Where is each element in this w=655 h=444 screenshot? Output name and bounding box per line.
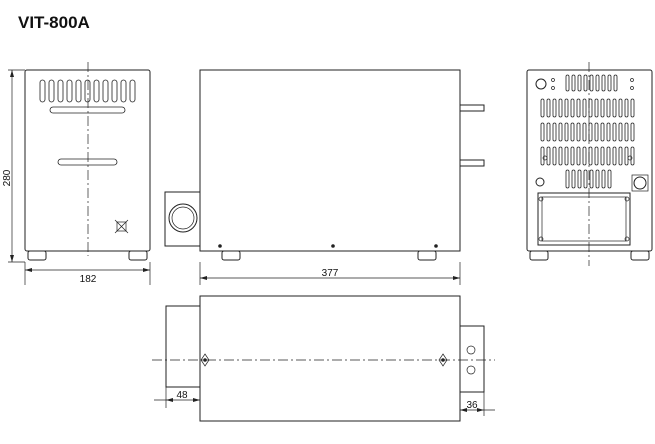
side-bracket — [164, 191, 203, 247]
front-width-label: 182 — [80, 274, 97, 285]
front-foot-left — [27, 250, 47, 261]
rear-foot-left — [529, 250, 549, 261]
side-length-dimension — [199, 262, 461, 285]
side-round-connector — [168, 203, 198, 233]
front-lower-handle-slot — [57, 158, 118, 166]
left-offset-label: 48 — [176, 390, 188, 401]
top-left-bracket — [165, 305, 201, 388]
height-dimension — [8, 69, 25, 263]
model-title: VIT-800A — [18, 13, 90, 32]
side-foot-left — [221, 250, 241, 261]
right-offset-dimension — [459, 392, 495, 416]
rear-vent-slots — [540, 74, 635, 189]
side-length-label: 377 — [322, 268, 339, 279]
side-foot-right — [417, 250, 437, 261]
front-foot-right — [128, 250, 148, 261]
front-width-dimension — [24, 262, 151, 285]
right-offset-label: 36 — [466, 400, 478, 411]
top-view — [152, 295, 495, 422]
top-right-bracket — [459, 325, 485, 393]
side-rear-post-lower — [459, 159, 485, 167]
left-offset-dimension — [154, 387, 201, 421]
side-rear-post-upper — [459, 104, 485, 112]
rear-foot-right — [630, 250, 650, 261]
front-view — [24, 62, 151, 261]
front-upper-handle-slot — [49, 106, 126, 114]
rear-lower-plate — [537, 192, 631, 246]
top-mount-holes — [200, 353, 448, 367]
side-view — [164, 69, 485, 261]
top-body — [199, 295, 461, 422]
side-body — [199, 69, 461, 252]
rear-round-connector — [631, 174, 649, 192]
front-vent-slots — [39, 79, 136, 103]
height-label: 280 — [2, 169, 13, 186]
front-connector-icon — [114, 219, 129, 234]
rear-view — [526, 62, 653, 266]
